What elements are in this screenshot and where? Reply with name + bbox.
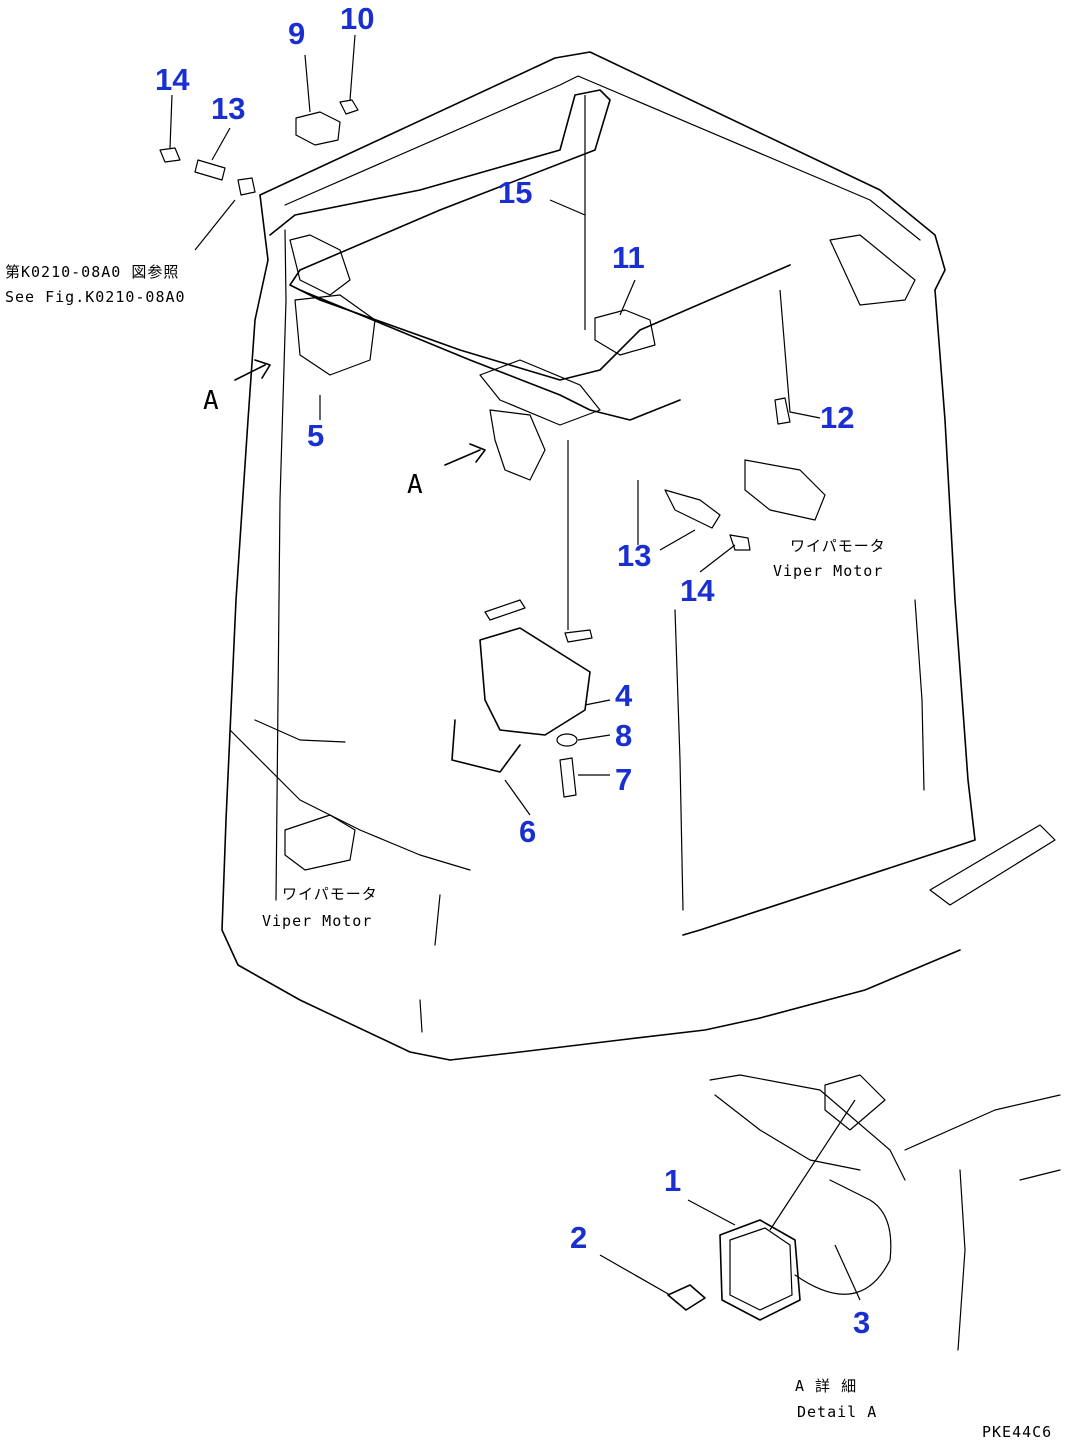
part-12-bolt: [774, 397, 791, 425]
callout-11: 11: [612, 240, 645, 275]
callout-15: 15: [498, 175, 533, 210]
part-14-bolt-upper: [159, 147, 181, 163]
part-6-wiper-arm: [451, 719, 521, 773]
part-1-motor: [719, 1219, 801, 1321]
roof-crossbar-lower: [299, 289, 681, 421]
part-13-link-right: [664, 489, 721, 529]
part-11-bracket: [594, 309, 656, 356]
view-marker-a-left: A: [203, 386, 219, 416]
detail-a-right-frame-2: [957, 1169, 966, 1351]
callout-14-upper: 14: [155, 62, 190, 97]
callout-10: 10: [340, 1, 375, 36]
detail-a-right-frame: [904, 1094, 1061, 1151]
cab-roof-outline: [259, 51, 946, 291]
cab-inner-frame-left: [275, 229, 287, 901]
cab-bottom-edge: [449, 949, 961, 1061]
leader-13b: [659, 529, 696, 551]
see-fig-note-jp: 第K0210-08A0 図参照: [5, 263, 180, 281]
callout-2: 2: [570, 1220, 588, 1255]
callout-8: 8: [615, 718, 633, 753]
detail-a-cab-outline: [709, 1074, 906, 1181]
detail-a-label-en: Detail A: [797, 1403, 878, 1421]
leader-6: [504, 779, 531, 816]
leader-3: [834, 1244, 861, 1301]
cab-inner-frame-right: [674, 609, 684, 911]
crossbar-center-block: [479, 359, 601, 426]
part-7-bolt: [559, 757, 577, 798]
part-4-tab-right: [564, 629, 593, 643]
callout-7: 7: [615, 762, 633, 797]
cab-lower-inner-2: [434, 894, 441, 946]
part-4-cover: [479, 627, 591, 736]
leader-13a: [211, 127, 231, 161]
callout-13-right: 13: [617, 538, 652, 573]
leader-2: [599, 1254, 671, 1296]
detail-a-label-jp: A 詳 細: [795, 1377, 858, 1395]
leader-15: [549, 199, 586, 330]
leader-14a: [169, 94, 173, 149]
callout-12: 12: [820, 400, 855, 435]
cab-mount-bracket: [929, 824, 1056, 906]
wiper-motor-left: [284, 814, 356, 871]
part-8-washer: [556, 733, 578, 747]
leader-14b: [699, 544, 736, 573]
cab-lower-curve: [229, 729, 471, 871]
wiper-motor-label-en-left: Viper Motor: [262, 912, 373, 930]
part-2-bolt: [667, 1284, 706, 1311]
part-3-cable: [794, 1179, 892, 1295]
view-arrow-a-center: [444, 443, 486, 466]
wiper-motor-label-en-right: Viper Motor: [773, 562, 884, 580]
crossbar-left-block: [289, 234, 351, 296]
leader-11: [619, 279, 636, 316]
leader-9: [304, 54, 311, 113]
callout-1: 1: [664, 1163, 682, 1198]
drawing-code: PKE44C6: [982, 1423, 1053, 1441]
wiper-motor-label-jp-left: ワイパモータ: [282, 885, 378, 903]
detail-a-right-frame-3: [1019, 1169, 1061, 1181]
part-4-tab-left: [484, 599, 526, 621]
cab-right-side: [682, 289, 976, 936]
part-1-motor-face: [729, 1227, 793, 1311]
leader-1: [687, 1199, 736, 1226]
cab-front-glass: [284, 75, 921, 241]
callout-5: 5: [307, 418, 325, 453]
part-10-bolt: [339, 99, 359, 115]
callout-9: 9: [288, 16, 306, 51]
leader-see-fig: [194, 199, 236, 251]
roof-crossbar: [269, 89, 791, 381]
leader-12: [779, 289, 821, 419]
callout-14-right: 14: [680, 573, 715, 608]
cab-right-window-line: [914, 599, 925, 791]
see-fig-note-en: See Fig.K0210-08A0: [5, 288, 186, 306]
callout-6: 6: [519, 814, 537, 849]
wiper-motor-label-jp-right: ワイパモータ: [790, 537, 886, 555]
leader-4: [584, 699, 611, 706]
detail-a-bracket: [824, 1074, 886, 1131]
cab-lower-inner: [419, 999, 423, 1033]
callout-4: 4: [615, 678, 633, 713]
wiper-motor-left-cable: [254, 719, 346, 743]
wiper-motor-center-housing: [489, 409, 546, 481]
wiper-motor-left-housing: [294, 294, 376, 376]
cab-front-edge: [221, 194, 451, 1061]
detail-a-cab-outline-2: [714, 1094, 861, 1171]
part-13-link-upper: [194, 159, 226, 181]
leader-detail-a: [769, 1099, 856, 1231]
part-bushing-upper: [237, 177, 256, 196]
part-14-bolt-right: [729, 534, 751, 551]
crossbar-right-end: [829, 234, 916, 306]
part-9-bracket: [295, 111, 341, 146]
wiper-motor-right: [744, 459, 826, 521]
view-marker-a-center: A: [407, 470, 423, 500]
leader-8: [577, 734, 611, 741]
view-arrow-a-left: [234, 359, 271, 381]
leader-10: [349, 34, 356, 101]
callout-13-upper: 13: [211, 91, 246, 126]
callout-3: 3: [853, 1305, 871, 1340]
